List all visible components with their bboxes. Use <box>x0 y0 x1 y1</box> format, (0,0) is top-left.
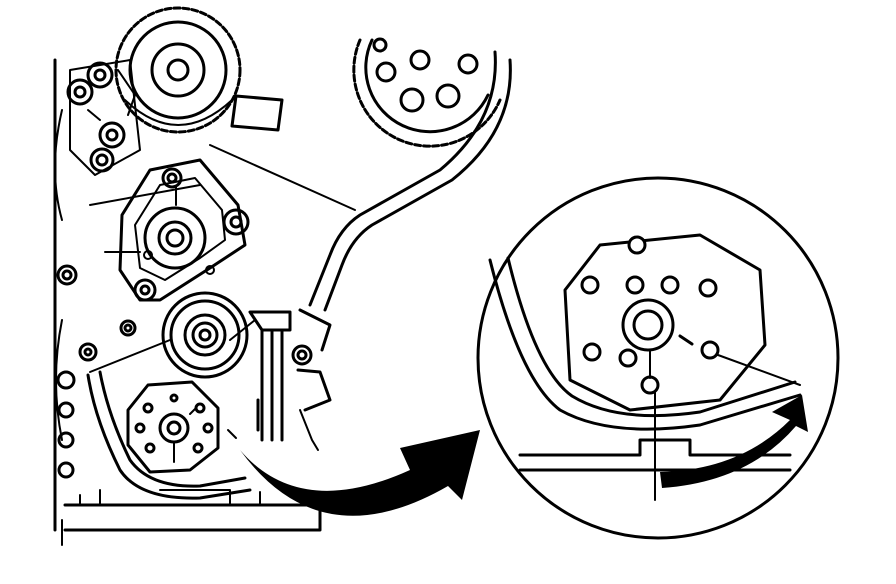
callout-leader <box>227 429 237 439</box>
engine-assembly <box>53 6 512 546</box>
camshaft-sprocket-left <box>114 6 242 134</box>
engine-base <box>61 489 322 546</box>
callout-arrow <box>240 430 480 516</box>
bolt-low <box>78 342 98 362</box>
magnified-view <box>476 176 840 540</box>
bolt-left <box>56 264 78 286</box>
crankshaft-sprocket-magnified <box>563 233 767 412</box>
bolt-mid <box>119 319 137 337</box>
timing-belt <box>86 50 512 500</box>
rotation-arrow <box>660 395 808 488</box>
idler-pulley-cluster-top-left <box>66 59 141 176</box>
magnifier-circle <box>476 176 840 540</box>
crankshaft-sprocket-small <box>126 380 220 474</box>
camshaft-sprocket-right <box>352 37 502 148</box>
bracket-plate <box>230 94 284 132</box>
idler-pulley <box>161 291 249 379</box>
tensioner-bracket <box>104 158 250 302</box>
tensioner-tool <box>248 308 332 451</box>
timing-mark-line <box>717 354 801 386</box>
magnified-belt <box>488 258 802 431</box>
